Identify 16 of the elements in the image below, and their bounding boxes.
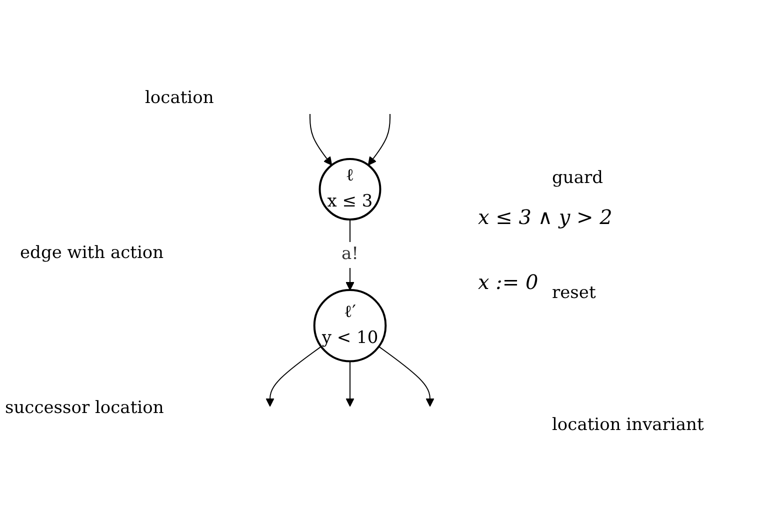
annotation-label: guard bbox=[552, 168, 603, 188]
arrow bbox=[310, 114, 332, 166]
annotation-label: edge with action bbox=[20, 243, 164, 263]
annotation-label: location bbox=[145, 88, 214, 108]
annotation-label: successor location bbox=[5, 398, 164, 418]
arrow bbox=[378, 346, 434, 408]
edge-label: a! bbox=[342, 244, 358, 264]
node-circle: ℓ x ≤ 3 bbox=[318, 158, 382, 221]
annotation-label: location invariant bbox=[552, 415, 704, 435]
node-circle: ℓ′ y < 10 bbox=[313, 289, 387, 363]
arrow bbox=[368, 114, 390, 166]
formula-label: x ≤ 3 ∧ y > 2 bbox=[478, 205, 612, 229]
arrow bbox=[346, 361, 354, 408]
arrow bbox=[266, 346, 322, 408]
formula-label: x := 0 bbox=[478, 270, 538, 294]
annotation-label: reset bbox=[552, 283, 596, 303]
